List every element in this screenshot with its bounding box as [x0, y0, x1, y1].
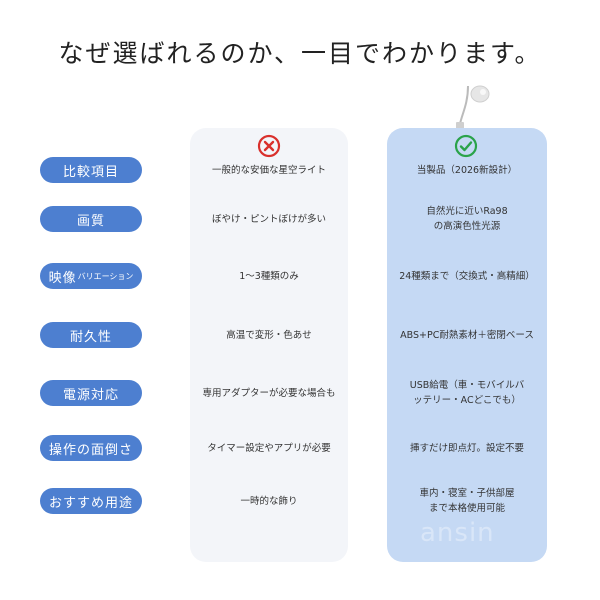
- ours-cell-2: 24種類まで（交換式・高精細）: [399, 270, 535, 282]
- row-label-6: おすすめ用途: [40, 488, 142, 514]
- row-label-5: 操作の面倒さ: [40, 435, 142, 461]
- generic-cell-6: 一時的な飾り: [240, 495, 298, 507]
- generic-cell-5: タイマー設定やアプリが必要: [207, 442, 331, 454]
- our-product-column: [387, 128, 547, 562]
- check-circle-icon: [454, 134, 478, 158]
- watermark: ansin: [420, 518, 495, 548]
- generic-cell-0: 一般的な安価な星空ライト: [211, 164, 326, 176]
- row-label-text: 電源対応: [62, 387, 119, 403]
- ours-cell-6: 車内・寝室・子供部屋 まで本格使用可能: [419, 488, 515, 514]
- generic-cell-1: ぼやけ・ピントぼけが多い: [211, 213, 326, 225]
- ours-cell-1: 自然光に近いRa98 の高演色性光源: [426, 206, 508, 232]
- row-label-text: 比較項目: [62, 164, 119, 180]
- row-label-text: 画質: [76, 213, 105, 229]
- row-label-text: 映像: [48, 270, 77, 286]
- usb-star-light-device-icon: [456, 85, 490, 129]
- row-label-2: 映像バリエーション: [40, 263, 142, 289]
- ours-cell-5: 挿すだけ即点灯。設定不要: [409, 442, 524, 454]
- row-label-3: 耐久性: [40, 322, 142, 348]
- row-label-text: 操作の面倒さ: [48, 442, 133, 458]
- row-label-0: 比較項目: [40, 157, 142, 183]
- generic-cell-3: 高温で変形・色あせ: [226, 329, 312, 341]
- generic-product-column: [190, 128, 348, 562]
- row-label-1: 画質: [40, 206, 142, 232]
- generic-cell-2: 1〜3種類のみ: [239, 270, 299, 282]
- row-label-4: 電源対応: [40, 380, 142, 406]
- ours-cell-3: ABS+PC耐熱素材＋密閉ベース: [400, 329, 534, 341]
- headline: なぜ選ばれるのか、一目でわかります。: [58, 39, 542, 68]
- row-label-subtext: バリエーション: [77, 271, 134, 281]
- row-label-text: 耐久性: [69, 329, 112, 345]
- ours-cell-0: 当製品（2026新設計）: [416, 164, 518, 176]
- row-label-text: おすすめ用途: [48, 495, 133, 511]
- x-circle-icon: [257, 134, 281, 158]
- generic-cell-4: 専用アダプターが必要な場合も: [202, 387, 336, 399]
- ours-cell-4: USB給電（車・モバイルバ ッテリー・ACどこでも）: [409, 380, 525, 406]
